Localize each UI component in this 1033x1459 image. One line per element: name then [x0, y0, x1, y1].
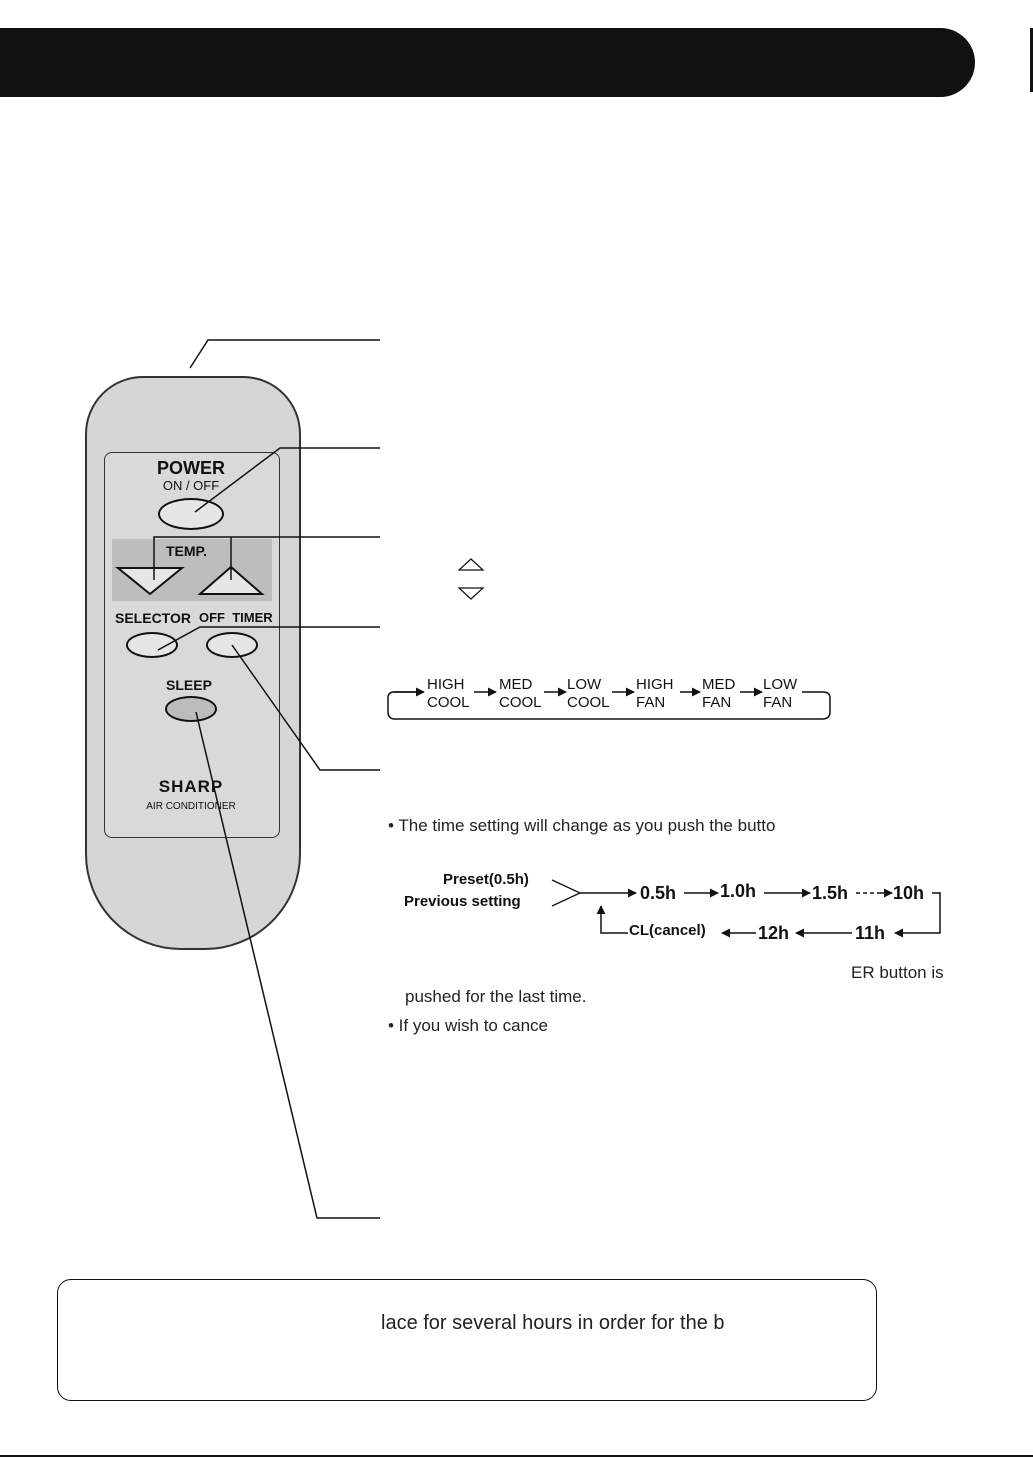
- note-text: lace for several hours in order for the …: [381, 1312, 725, 1334]
- timer-step-12h: 12h: [758, 923, 790, 943]
- timer-step-11h: 11h: [855, 923, 886, 943]
- selector-label: SELECTOR: [115, 610, 191, 626]
- power-sub-label: ON / OFF: [162, 478, 220, 493]
- note-box: [57, 1279, 877, 1401]
- sleep-label: SLEEP: [166, 677, 212, 693]
- selector-button[interactable]: [126, 632, 178, 658]
- timer-step-1-0h: 1.0h: [720, 881, 757, 901]
- timer-bullet-1: • The time setting will change as you pu…: [388, 816, 776, 835]
- temp-down-icon: [457, 587, 485, 600]
- timer-previous-label: Previous setting: [404, 893, 521, 910]
- leader-power: [194, 447, 380, 513]
- timer-step-0-5h: 0.5h: [640, 883, 677, 903]
- temp-down-button: [115, 567, 185, 596]
- temp-label: TEMP.: [166, 543, 207, 559]
- page-edge-mark: [1030, 28, 1033, 92]
- timer-cancel-label: CL(cancel): [629, 922, 706, 939]
- power-button[interactable]: [158, 498, 224, 530]
- timer-continued-text: pushed for the last time.: [405, 987, 587, 1006]
- timer-step-10h: 10h: [893, 883, 925, 903]
- leader-off-timer: [231, 644, 380, 771]
- bottom-rule: [0, 1455, 1033, 1457]
- brand-logo: SHARP: [158, 777, 224, 796]
- leader-selector: [157, 626, 380, 651]
- leader-transmitter: [189, 339, 380, 369]
- timer-step-1-5h: 1.5h: [812, 883, 849, 903]
- off-timer-label: OFF TIMER: [199, 610, 273, 625]
- timer-bullet-2: • If you wish to cance: [388, 1016, 548, 1035]
- sleep-button[interactable]: [165, 696, 217, 722]
- timer-preset-label: Preset(0.5h): [443, 871, 529, 888]
- selector-cycle-loop: [387, 691, 831, 720]
- power-label: POWER: [156, 458, 225, 478]
- product-label: AIR CONDITIONER: [146, 801, 236, 812]
- header-band: [0, 28, 975, 97]
- temp-up-button: [197, 565, 265, 595]
- leader-temp: [153, 536, 380, 580]
- temp-up-icon: [457, 558, 485, 571]
- leader-sleep: [195, 711, 380, 1219]
- off-timer-button[interactable]: [206, 632, 258, 658]
- timer-fragment-right: ER button is: [851, 963, 944, 982]
